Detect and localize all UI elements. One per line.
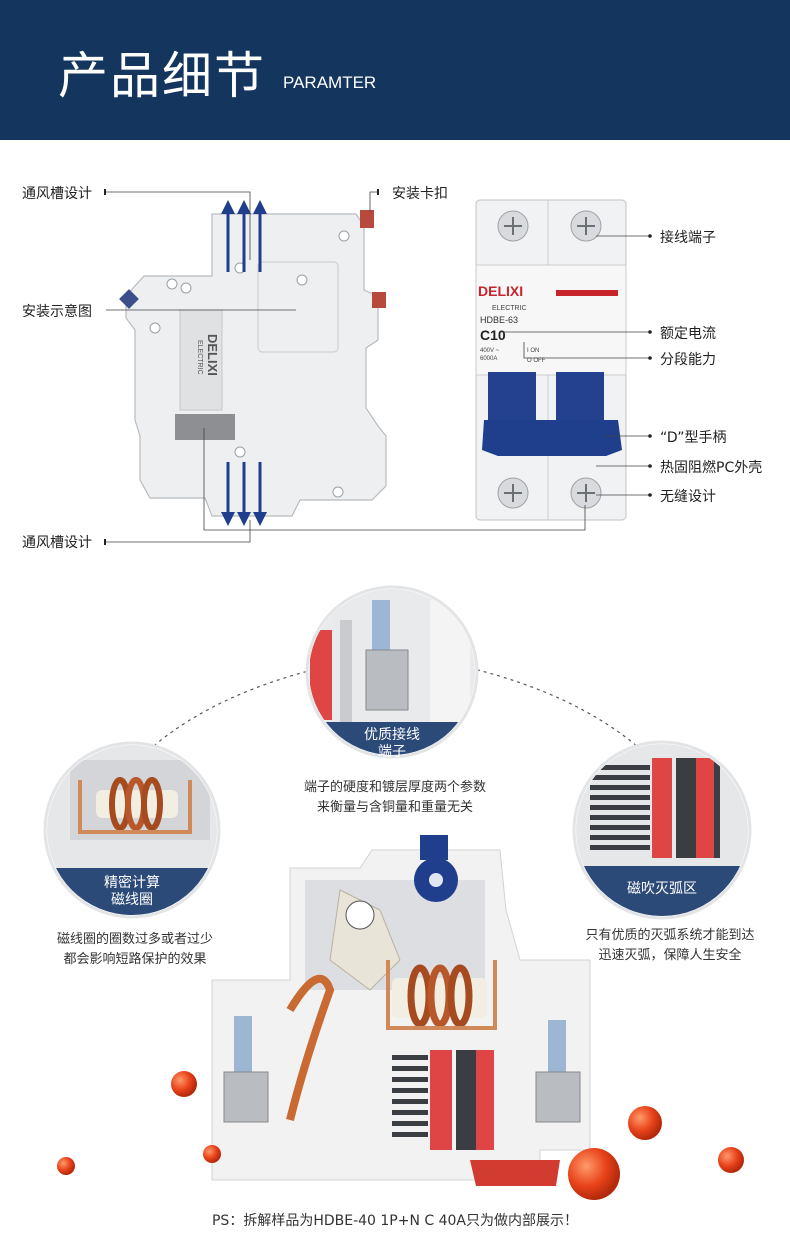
vent-arrows-bottom: [221, 462, 267, 526]
opened-breaker: [211, 835, 591, 1186]
callout-seamless: 无缝设计: [660, 489, 716, 505]
callout-clip: 安装卡扣: [392, 186, 448, 202]
page-title: 产品细节: [58, 47, 266, 105]
caption-arc-chute-line2: 迅速灭弧，保障人生安全: [598, 948, 742, 963]
badge-terminal: 优质接线 端子: [335, 727, 449, 761]
front-on-label: I ON: [527, 348, 539, 354]
badge-arc-chute-line1: 磁吹灭弧区: [627, 881, 697, 897]
decorative-spheres: [57, 1071, 744, 1200]
caption-arc-chute-line1: 只有优质的灭弧系统才能到达: [585, 928, 755, 943]
feature-circle-coil: [43, 741, 221, 919]
callout-rated-current: 额定电流: [660, 326, 716, 342]
badge-coil-line1: 精密计算: [104, 875, 160, 891]
callout-breaking-capacity: 分段能力: [660, 352, 716, 368]
badge-terminal-line1: 优质接线: [364, 727, 420, 743]
caption-terminal: 端子的硬度和镀层厚度两个参数 来衡量与含铜量和重量无关: [270, 778, 520, 818]
side-view-breaker: DELIXI ELECTRIC: [119, 210, 387, 517]
badge-coil-line2: 磁线圈: [111, 892, 153, 908]
front-rating: C10: [480, 327, 506, 343]
caption-arc-chute: 只有优质的灭弧系统才能到达 迅速灭弧，保障人生安全: [555, 926, 785, 966]
vent-arrows-top: [221, 200, 267, 272]
callout-leader-lines: [106, 191, 650, 543]
page-subtitle: PARAMTER: [283, 73, 377, 92]
badge-terminal-line2: 端子: [378, 744, 406, 760]
caption-terminal-line1: 端子的硬度和镀层厚度两个参数: [303, 780, 486, 795]
callout-terminal: 接线端子: [660, 230, 716, 246]
caption-terminal-line2: 来衡量与含铜量和重量无关: [316, 800, 473, 815]
front-view-breaker: DELIXI ELECTRIC HDBE-63 C10 400V ~ 6000A…: [475, 199, 627, 521]
header-banner: 产品细节 PARAMTER: [0, 0, 790, 140]
front-brand: DELIXI: [478, 283, 523, 299]
front-model: HDBE-63: [480, 315, 518, 325]
front-capacity: 6000A: [480, 356, 497, 362]
caption-coil-line1: 磁线圈的圈数过多或者过少: [56, 932, 213, 947]
callout-housing: 热固阻燃PC外壳: [660, 460, 763, 476]
caption-coil: 磁线圈的圈数过多或者过少 都会影响短路保护的效果: [20, 930, 250, 970]
product-diagram: DELIXI ELECTRIC DELIXI ELECTRIC HDBE-6: [104, 189, 652, 545]
callout-install-diagram: 安装示意图: [22, 304, 92, 320]
badge-coil: 精密计算 磁线圈: [75, 875, 189, 909]
callout-vent-top: 通风槽设计: [22, 186, 92, 202]
badge-arc-chute: 磁吹灭弧区: [605, 881, 719, 898]
callout-handle: “D”型手柄: [660, 430, 727, 446]
side-brand: DELIXI: [205, 334, 220, 376]
caption-coil-line2: 都会影响短路保护的效果: [63, 952, 207, 967]
front-sub-brand: ELECTRIC: [492, 305, 527, 312]
side-sub: ELECTRIC: [196, 340, 203, 375]
callout-vent-bottom: 通风槽设计: [22, 535, 92, 551]
front-off-label: O OFF: [527, 358, 546, 364]
feature-circle-arc-chute: [572, 740, 752, 920]
front-voltage: 400V ~: [480, 348, 500, 354]
footnote: PS：拆解样品为HDBE-40 1P+N C 40A只为做内部展示！: [211, 1213, 579, 1229]
